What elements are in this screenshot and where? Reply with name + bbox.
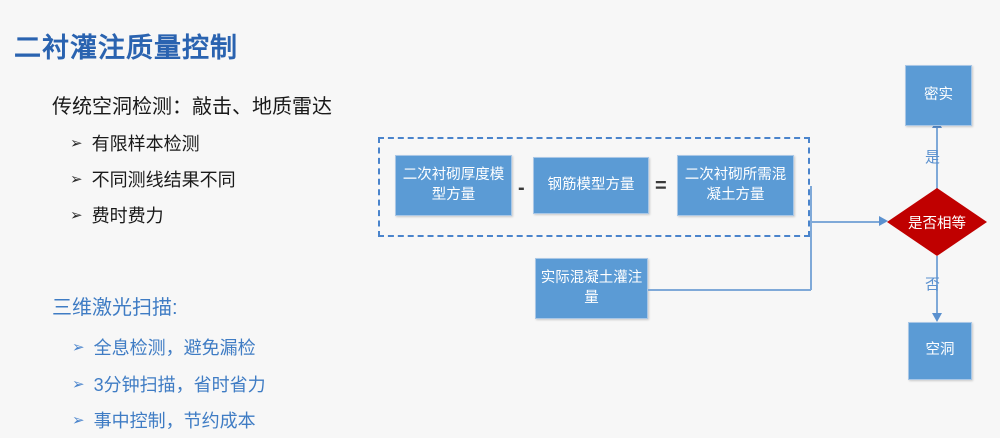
list-item-label: 全息检测，避免漏检 bbox=[93, 338, 256, 358]
edge-label-yes: 是 bbox=[925, 149, 941, 166]
page-title: 二衬灌注质量控制 bbox=[14, 33, 238, 63]
list-item-label: 不同测线结果不同 bbox=[91, 170, 236, 190]
flow-box-rebar-model-volume: 钢筋模型方量 bbox=[533, 157, 649, 214]
operator-equals: = bbox=[655, 175, 667, 197]
arrow-bullet-icon: ➢ bbox=[70, 206, 83, 224]
list-item: ➢ 3分钟扫描，省时省力 bbox=[72, 371, 266, 397]
arrow-bullet-icon: ➢ bbox=[72, 375, 85, 393]
arrow-bullet-icon: ➢ bbox=[70, 134, 83, 152]
list-item: ➢ 全息检测，避免漏检 bbox=[72, 334, 256, 360]
list-item: ➢ 费时费力 bbox=[70, 202, 164, 228]
operator-minus: - bbox=[518, 177, 525, 199]
connector-to-decision bbox=[810, 221, 880, 223]
decision-diamond-is-equal: 是否相等 bbox=[887, 188, 987, 256]
flow-box-required-concrete-volume: 二次衬砌所需混凝土方量 bbox=[677, 155, 794, 216]
list-item-label: 费时费力 bbox=[91, 206, 164, 226]
arrow-bullet-icon: ➢ bbox=[70, 170, 83, 188]
list-item-label: 3分钟扫描，省时省力 bbox=[93, 375, 266, 395]
traditional-detection-heading: 传统空洞检测：敲击、地质雷达 bbox=[52, 96, 332, 118]
decision-label: 是否相等 bbox=[908, 215, 966, 232]
outcome-box-dense: 密实 bbox=[905, 65, 972, 126]
outcome-box-void: 空洞 bbox=[908, 322, 972, 380]
flow-box-actual-concrete-volume: 实际混凝土灌注量 bbox=[535, 258, 648, 319]
list-item-label: 有限样本检测 bbox=[91, 134, 200, 154]
laser-scanning-heading: 三维激光扫描: bbox=[52, 297, 178, 319]
connector-from-actual-volume bbox=[648, 289, 811, 291]
list-item: ➢ 不同测线结果不同 bbox=[70, 166, 236, 192]
arrowhead-into-decision-icon bbox=[879, 215, 888, 226]
flow-box-thickness-model-volume: 二次衬砌厚度模型方量 bbox=[395, 155, 512, 216]
connector-vertical-junction bbox=[810, 186, 812, 290]
connector-decision-to-dense bbox=[936, 128, 938, 189]
connector-decision-to-void bbox=[936, 256, 938, 320]
arrow-bullet-icon: ➢ bbox=[72, 411, 85, 429]
arrowhead-into-void-icon bbox=[931, 313, 942, 322]
list-item: ➢ 事中控制，节约成本 bbox=[72, 407, 256, 433]
formula-group-dashed-border bbox=[378, 137, 810, 237]
list-item: ➢ 有限样本检测 bbox=[70, 130, 200, 156]
edge-label-no: 否 bbox=[925, 276, 941, 293]
arrow-bullet-icon: ➢ bbox=[72, 338, 85, 356]
list-item-label: 事中控制，节约成本 bbox=[93, 411, 256, 431]
